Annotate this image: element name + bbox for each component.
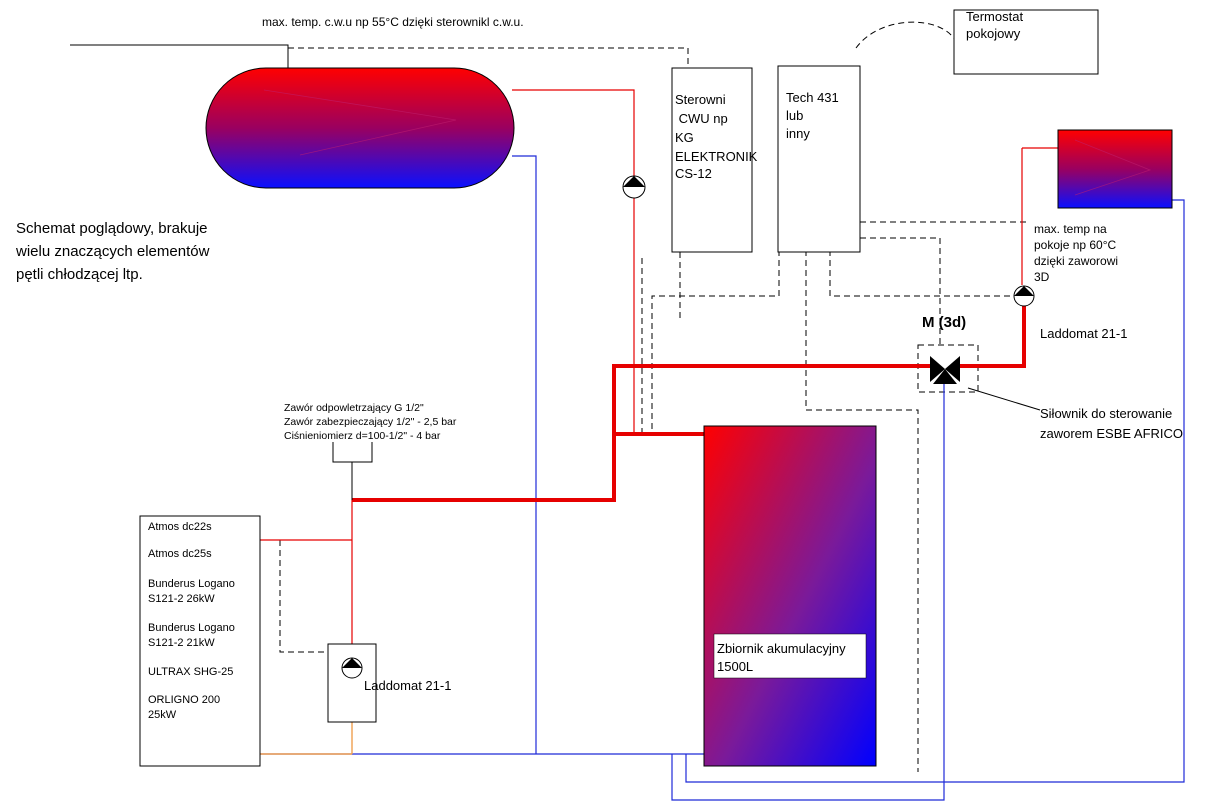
tech-line-2: lub [786,108,803,123]
safety-group-line-2: Zawór zabezpieczający 1/2" - 2,5 bar [284,416,457,428]
room-temp-line-3: dzięki zaworowi [1034,254,1118,268]
boiler-2: Atmos dc25s [148,548,212,560]
room-thermostat-box: Termostat pokojowy [953,9,1099,75]
tech-controller-box: Tech 431 lub inny [777,65,861,253]
cwu-line-5: CS-12 [675,166,712,181]
cwu-line-4: ELEKTRONIK [675,149,758,164]
laddomat-right-label: Laddomat 21-1 [1040,326,1127,341]
cwu-pump [622,175,646,199]
thermostat-line-1: Termostat [966,9,1023,24]
actuator-note-line-2: zaworem ESBE AFRICO [1040,426,1183,441]
room-temp-line-1: max. temp na [1034,222,1107,236]
schematic-note-line-3: pętli chłodzącej ltp. [16,266,143,283]
connector-lines [70,44,1041,500]
safety-group-line-3: Ciśnieniomierz d=100-1/2" - 4 bar [284,430,441,442]
hot-water-cylinder [205,67,515,189]
safety-group-line-1: Zawór odpowletrzający G 1/2" [284,402,424,414]
room-temp-line-4: 3D [1034,270,1050,284]
schematic-note-line-2: wielu znaczących elementów [15,243,210,260]
room-temp-line-2: pokoje np 60°C [1034,238,1117,252]
three-way-valve: M (3d) [922,314,966,384]
tank-label-line-1: Zbiornik akumulacyjny [717,641,846,656]
boiler-4-line-1: Bunderus Logano [148,622,235,634]
laddomat-left-label: Laddomat 21-1 [364,678,451,693]
tank-label-line-2: 1500L [717,659,753,674]
cwu-controller-box: Sterowni CWU np KG ELEKTRONIK CS-12 [671,67,758,253]
thin-supply-lines [260,89,1058,645]
cwu-line-3: KG [675,130,694,145]
laddomat-left: Laddomat 21-1 [327,643,451,723]
top-note: max. temp. c.w.u np 55°C dzięki sterowni… [262,15,524,29]
boiler-4-line-2: S121-2 21kW [148,637,215,649]
radiator [1057,129,1173,209]
schematic-note-line-1: Schemat poglądowy, brakuje [16,220,208,237]
valve-title: M (3d) [922,314,966,331]
boiler-list-box: Atmos dc22s Atmos dc25s Bunderus Logano … [139,515,261,767]
thermostat-line-2: pokojowy [966,26,1021,41]
boiler-3-line-1: Bunderus Logano [148,578,235,590]
orange-line [260,722,353,755]
boiler-6-line-1: ORLIGNO 200 [148,694,220,706]
cwu-line-2: CWU np [675,111,728,126]
main-supply-line [352,306,1026,502]
accumulation-tank: Zbiornik akumulacyjny 1500L [703,425,877,767]
boiler-3-line-2: S121-2 26kW [148,593,215,605]
pump-triangle-icon [1014,286,1034,296]
pump-triangle-icon [623,176,645,187]
pump-triangle-icon [342,658,362,668]
radiator-pump [1013,285,1035,307]
boiler-6-line-2: 25kW [148,709,177,721]
cwu-line-1: Sterowni [675,92,726,107]
valve-bottom-triangle-icon [933,369,957,384]
valve-left-triangle-icon [930,356,945,382]
actuator-note-line-1: Siłownik do sterowanie [1040,406,1172,421]
boiler-1: Atmos dc22s [148,521,212,533]
valve-right-triangle-icon [945,356,960,382]
tech-line-3: inny [786,126,810,141]
boiler-5: ULTRAX SHG-25 [148,666,233,678]
tech-line-1: Tech 431 [786,90,839,105]
